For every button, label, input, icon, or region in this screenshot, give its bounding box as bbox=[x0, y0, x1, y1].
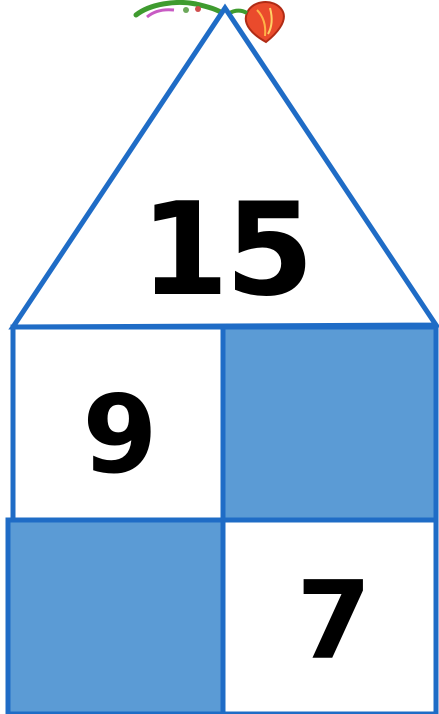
cell-bottom-right-number: 7 bbox=[276, 568, 388, 676]
cell-bottom-left-box bbox=[8, 520, 223, 714]
cell-top-left-number: 9 bbox=[62, 382, 174, 490]
roof-number: 15 bbox=[140, 187, 310, 315]
cell-top-right-box bbox=[223, 327, 436, 520]
